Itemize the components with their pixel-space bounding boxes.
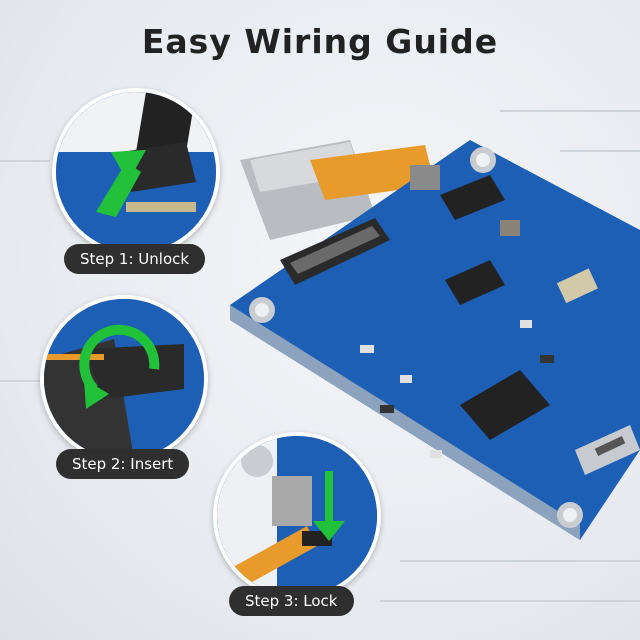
bg-trace [500, 110, 640, 112]
bg-trace [560, 150, 640, 152]
step-1-closeup [52, 88, 220, 256]
step-3-label: Step 3: Lock [229, 586, 354, 616]
bg-trace [400, 560, 640, 562]
step-2-label: Step 2: Insert [56, 449, 190, 479]
insert-arrow-icon [79, 324, 160, 393]
step-1-label: Step 1: Unlock [64, 244, 206, 274]
lock-arrow-icon [325, 471, 333, 526]
bg-trace [0, 380, 40, 382]
controller-board-image [230, 140, 640, 540]
bg-trace [380, 600, 640, 602]
step-3-closeup [213, 432, 381, 600]
step-2-closeup [40, 295, 208, 463]
bg-trace [0, 160, 50, 162]
page-title: Easy Wiring Guide [141, 22, 499, 61]
